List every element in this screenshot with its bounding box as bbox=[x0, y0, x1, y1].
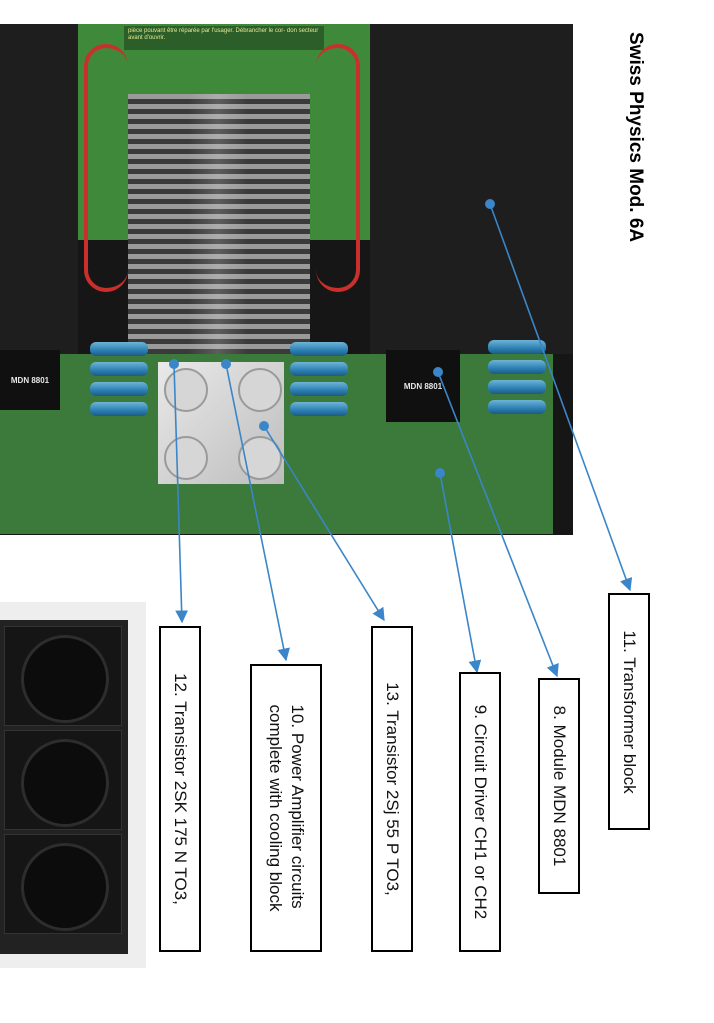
red-wire-left bbox=[84, 44, 128, 292]
transistor-can bbox=[238, 368, 282, 412]
felt-panel-right bbox=[370, 24, 573, 354]
marker-power-amp bbox=[221, 359, 231, 369]
capacitor bbox=[488, 380, 546, 394]
callout-transistor-2sj: 13. Transistor 2Sj 55 P TO3, bbox=[371, 626, 413, 952]
line-transformer bbox=[489, 203, 633, 592]
transistor-can bbox=[164, 436, 208, 480]
capacitor bbox=[488, 400, 546, 414]
callout-text: 11. Transformer block bbox=[620, 629, 639, 794]
marker-transistor-2sj bbox=[259, 421, 269, 431]
line-module bbox=[437, 371, 559, 678]
capacitor bbox=[290, 362, 348, 376]
capacitor bbox=[290, 402, 348, 416]
callout-transistor-2sk: 12. Transistor 2SK 175 N TO3, bbox=[159, 626, 201, 952]
line-transistor-2sk bbox=[173, 363, 189, 624]
fan-photo bbox=[0, 602, 146, 968]
red-wire-right bbox=[316, 44, 360, 292]
page-title: Swiss Physics Mod. 6A bbox=[625, 32, 646, 243]
capacitor bbox=[290, 382, 348, 396]
capacitor bbox=[90, 382, 148, 396]
marker-transformer bbox=[485, 199, 495, 209]
cooling-fan bbox=[4, 834, 122, 934]
felt-panel-left bbox=[0, 24, 78, 354]
heatsink bbox=[128, 94, 310, 356]
callout-transformer-block: 11. Transformer block bbox=[608, 593, 650, 830]
module-label-right: MDN 8801 bbox=[403, 381, 443, 391]
line-transistor-2sj bbox=[263, 425, 385, 622]
callout-circuit-driver: 9. Circuit Driver CH1 or CH2 bbox=[459, 672, 501, 952]
module-mdn-left: MDN 8801 bbox=[0, 350, 60, 410]
line-driver bbox=[439, 472, 482, 674]
callout-line-2: complete with cooling block bbox=[266, 704, 285, 912]
cooling-fan bbox=[4, 626, 122, 726]
callout-text: 10. Power Amplifier circuits complete wi… bbox=[264, 705, 308, 912]
amplifier-photo: pièce pouvant être réparée par l'usager.… bbox=[0, 24, 573, 535]
transistor-can bbox=[164, 368, 208, 412]
module-label-left: MDN 8801 bbox=[10, 375, 50, 385]
module-mdn-right: MDN 8801 bbox=[386, 350, 460, 422]
callout-line-1: 10. Power Amplifier circuits bbox=[288, 704, 307, 909]
capacitor bbox=[90, 402, 148, 416]
cooling-fan bbox=[4, 730, 122, 830]
callout-text: 12. Transistor 2SK 175 N TO3, bbox=[171, 673, 190, 905]
callout-text: 9. Circuit Driver CH1 or CH2 bbox=[471, 704, 490, 920]
callout-text: 8. Module MDN 8801 bbox=[550, 705, 569, 867]
capacitor bbox=[488, 340, 546, 354]
callout-power-amplifier: 10. Power Amplifier circuits complete wi… bbox=[250, 664, 322, 952]
marker-driver bbox=[435, 468, 445, 478]
cooling-plate bbox=[158, 362, 284, 484]
warning-label: pièce pouvant être réparée par l'usager.… bbox=[124, 26, 324, 50]
marker-transistor-2sk bbox=[169, 359, 179, 369]
capacitor bbox=[488, 360, 546, 374]
capacitor bbox=[90, 342, 148, 356]
callout-text: 13. Transistor 2Sj 55 P TO3, bbox=[383, 682, 402, 896]
capacitor bbox=[290, 342, 348, 356]
capacitor bbox=[90, 362, 148, 376]
marker-module bbox=[433, 367, 443, 377]
callout-module-mdn: 8. Module MDN 8801 bbox=[538, 678, 580, 894]
line-power-amp bbox=[225, 363, 290, 662]
